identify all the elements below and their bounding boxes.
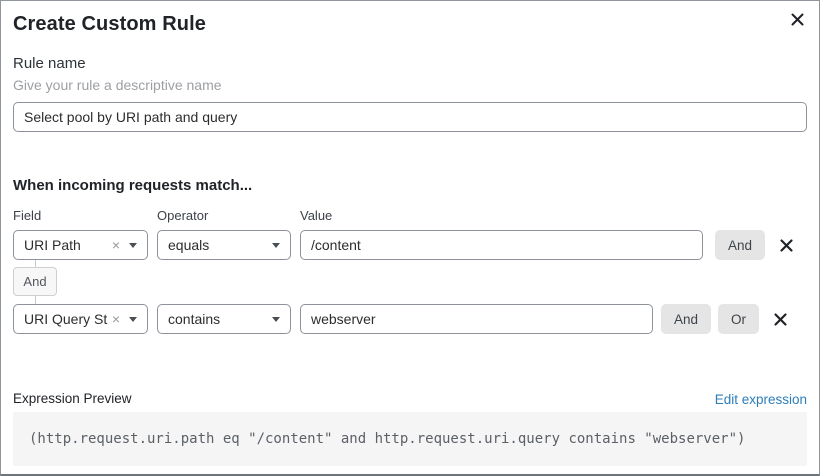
expression-preview-header: Expression Preview Edit expression [13,391,807,407]
operator-select-value: equals [168,237,210,253]
chevron-down-icon [129,242,137,248]
edit-expression-link[interactable]: Edit expression [714,391,807,407]
condition-column-headers: Field Operator Value [13,209,807,223]
condition-connector: And [13,260,807,304]
connector-line-top [35,260,36,267]
chevron-down-icon [272,316,280,322]
remove-icon [779,238,794,253]
dialog-title: Create Custom Rule [13,13,206,35]
add-and-condition-button-row-2[interactable]: And [661,304,712,334]
close-icon [790,12,805,27]
operator-column-label: Operator [157,208,209,223]
field-select-value: URI Path [24,237,81,253]
expression-code: (http.request.uri.path eq "/content" and… [29,431,746,447]
rule-name-help-text: Give your rule a descriptive name [13,77,222,93]
value-input-row-2[interactable] [300,304,653,334]
clear-selection-icon[interactable]: × [111,237,120,253]
and-connector-chip: And [13,267,57,296]
expression-preview-label: Expression Preview [13,391,132,406]
clear-selection-icon[interactable]: × [111,311,120,327]
chevron-down-icon [129,316,137,322]
match-section-heading: When incoming requests match... [13,177,253,194]
value-column-label: Value [300,208,333,223]
rule-name-label: Rule name [13,55,86,72]
add-and-condition-button-row-1[interactable]: And [715,230,766,260]
expression-code-block: (http.request.uri.path eq "/content" and… [13,412,807,466]
operator-select-row-2[interactable]: contains [157,304,291,334]
remove-condition-button-row-1[interactable] [778,237,794,253]
field-select-row-2[interactable]: URI Query St... × [13,304,148,334]
value-input-row-1[interactable] [300,230,703,260]
operator-select-value: contains [168,311,221,327]
remove-condition-button-row-2[interactable] [772,311,788,327]
field-select-row-1[interactable]: URI Path × [13,230,148,260]
condition-row-2: URI Query St... × contains And Or [13,304,807,334]
add-or-condition-button-row-2[interactable]: Or [718,304,760,334]
condition-row-1: URI Path × equals And [13,230,807,260]
operator-select-row-1[interactable]: equals [157,230,291,260]
rule-name-input[interactable] [13,102,807,132]
remove-icon [773,312,788,327]
field-select-value: URI Query St... [24,311,108,327]
chevron-down-icon [272,242,280,248]
connector-line-bottom [35,296,36,304]
close-button[interactable] [788,10,806,28]
field-column-label: Field [13,208,42,223]
